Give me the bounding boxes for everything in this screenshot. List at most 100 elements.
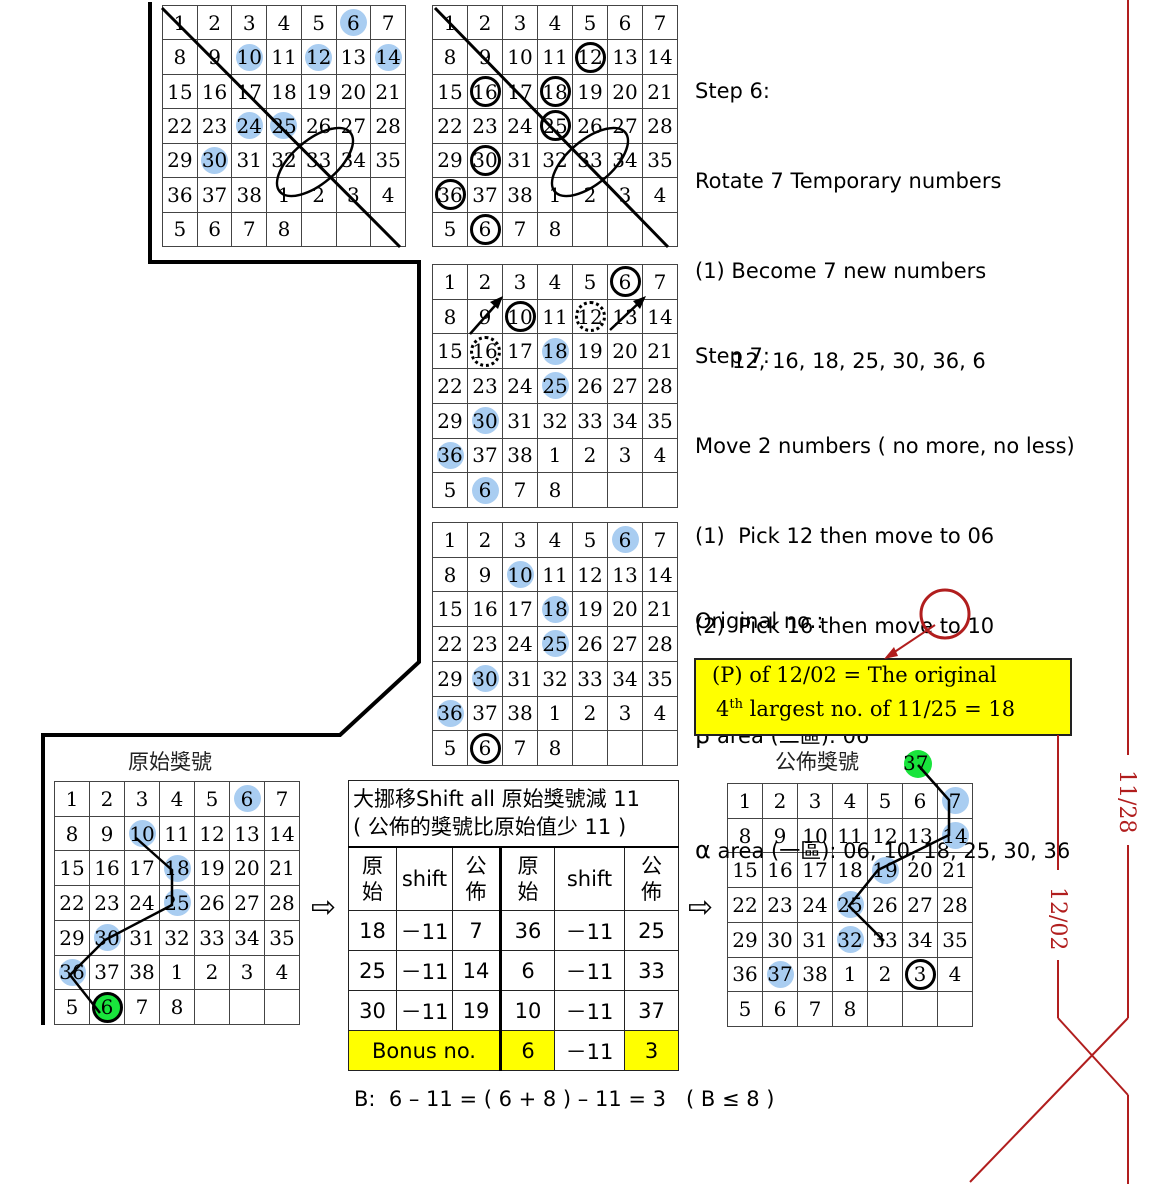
grid-number: 2 — [773, 788, 787, 813]
grid-number: 24 — [507, 631, 533, 656]
grid-cell: 24 — [231, 108, 268, 144]
highlight-dot — [436, 441, 464, 469]
step6-line1: Rotate 7 Temporary numbers — [695, 169, 1002, 193]
circle-marker — [469, 144, 501, 176]
grid-cell: 16 — [196, 73, 233, 110]
grid-cell: 2 — [89, 781, 125, 817]
grid-cell: 23 — [467, 108, 503, 144]
grid-cell: 34 — [335, 142, 372, 179]
grid-cell: 34 — [607, 142, 643, 179]
grid-cell: 3 — [502, 264, 538, 300]
grid-number: 4 — [653, 182, 667, 207]
grid-number: 7 — [275, 786, 289, 811]
grid-cell: 3 — [335, 177, 372, 213]
grid-number: 11 — [164, 821, 190, 846]
step7-line1: Move 2 numbers ( no more, no less) — [695, 434, 1075, 458]
grid-number: 18 — [542, 339, 568, 364]
grid-cell: 28 — [642, 368, 678, 404]
grid-cell: 14 — [264, 815, 300, 852]
grid-number: 33 — [577, 148, 603, 173]
grid-cell: 7 — [370, 4, 406, 41]
grid-number: 38 — [507, 182, 533, 207]
grid-number: 31 — [236, 148, 262, 173]
label-published-draw: 公佈獎號 — [775, 750, 859, 774]
col-original-header: 原 始 — [500, 846, 555, 911]
grid-cell: 2 — [467, 264, 503, 300]
grid-number: 27 — [612, 631, 638, 656]
grid-cell: 8 — [537, 211, 573, 248]
grid-number: 17 — [507, 79, 533, 104]
grid-number: 16 — [472, 597, 498, 622]
grid-number: 1 — [443, 527, 457, 552]
grid-number: 12 — [305, 45, 332, 70]
grid-cell: 25 — [159, 885, 195, 921]
grid-cell: 3 — [502, 4, 538, 41]
grid-cell: 5 — [432, 211, 468, 248]
grid-cell: 35 — [642, 402, 678, 439]
grid-number: 30 — [767, 927, 793, 952]
grid-cell: 6 — [467, 211, 503, 248]
grid-cell: 30 — [762, 921, 798, 958]
circle-marker — [504, 301, 536, 333]
grid-number: 25 — [271, 113, 297, 138]
grid-cell: 4 — [264, 954, 300, 991]
grid-cell: 8 — [54, 815, 90, 852]
grid-cell: 37 — [89, 954, 125, 991]
grid-number: 4 — [277, 10, 291, 35]
bonus-shift: －11 — [554, 1030, 625, 1071]
grid-cell: 15 — [54, 850, 90, 887]
grid-number: 6 — [347, 10, 360, 35]
grid-cell: 18 — [266, 73, 302, 110]
grid-cell: 18 — [537, 591, 573, 628]
grid-cell: 4 — [642, 695, 678, 732]
grid-cell: 35 — [937, 921, 973, 958]
grid-cell: 27 — [607, 368, 643, 404]
grid-cell: 23 — [467, 368, 503, 404]
grid-number: 35 — [942, 927, 968, 952]
note-ordinal: 4 — [716, 697, 730, 721]
grid-cell: 10 — [502, 39, 538, 75]
grid-number: 31 — [507, 666, 533, 691]
col-published-header: 公 佈 — [452, 846, 502, 911]
grid-cell — [300, 211, 337, 248]
grid-cell: 25 — [537, 108, 573, 144]
bonus-published: 3 — [624, 1030, 679, 1071]
grid-cell: 34 — [902, 921, 938, 958]
grid-number: 24 — [507, 113, 533, 138]
grid-cell: 5 — [572, 4, 608, 41]
col-published-header: 公 佈 — [624, 846, 679, 911]
grid-number: 4 — [948, 962, 962, 987]
grid-number: 23 — [472, 113, 498, 138]
grid-cell: 23 — [89, 885, 125, 921]
grid-number: 12 — [199, 821, 225, 846]
grid-number: 33 — [199, 925, 225, 950]
grid-number: 5 — [738, 997, 752, 1022]
grid-number: 21 — [647, 79, 673, 104]
grid-number: 8 — [170, 995, 184, 1020]
grid-cell: 6 — [229, 781, 265, 817]
grid-number: 5 — [205, 786, 219, 811]
grid-cell: 32 — [537, 660, 573, 697]
grid-cell: 6 — [196, 211, 233, 248]
grid-number: 7 — [653, 527, 667, 552]
grid-number: 5 — [878, 788, 892, 813]
grid-cell: 20 — [607, 333, 643, 370]
grid-cell: 13 — [902, 817, 938, 854]
grid-cell: 3 — [231, 4, 268, 41]
grid-number: 8 — [173, 45, 187, 70]
grid-number: 3 — [808, 788, 822, 813]
grid-cell: 26 — [572, 108, 608, 144]
grid-number: 26 — [305, 113, 332, 138]
grid-cell: 8 — [266, 211, 302, 248]
grid-number: 6 — [913, 788, 927, 813]
grid-number: 12 — [872, 823, 898, 848]
grid-number: 32 — [542, 148, 568, 173]
